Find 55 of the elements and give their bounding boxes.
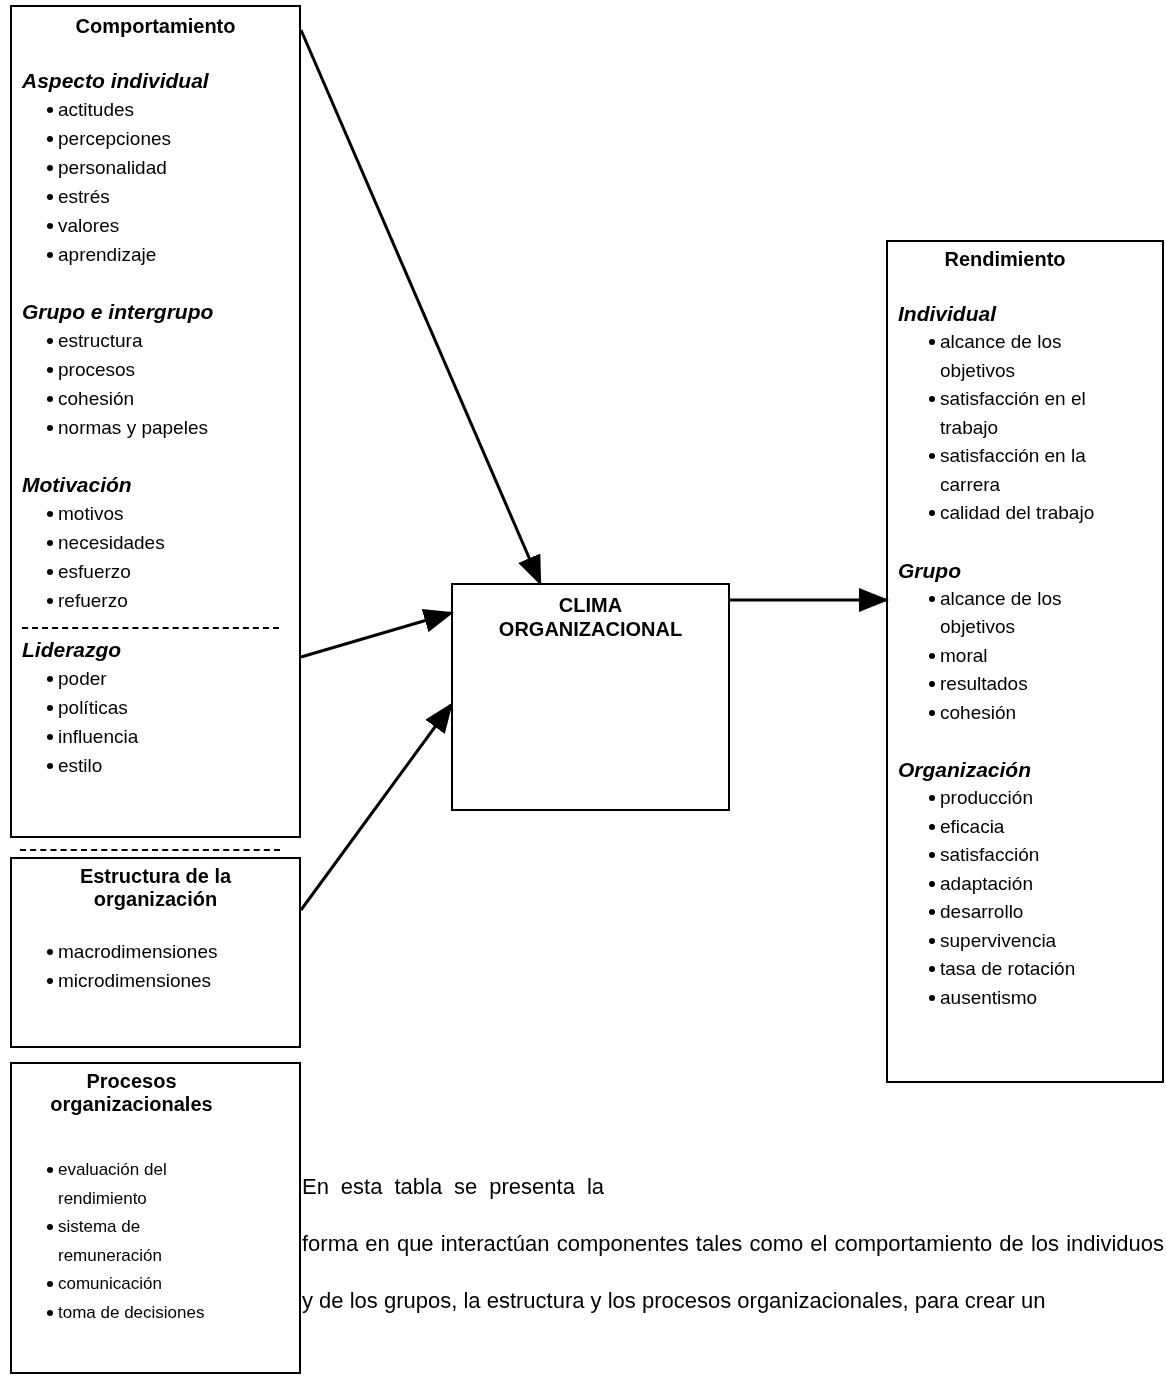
bullet-item: producción [898,784,1112,813]
section-heading: Liderazgo [22,627,279,664]
bullet-item: influencia [22,722,289,751]
bullet-item: ausentismo [898,983,1112,1012]
climate-box [451,583,730,811]
bullet-item: comunicación [22,1270,241,1299]
arrow [299,702,453,911]
bullet-item: satisfacción [898,841,1112,870]
section-heading: Organización [898,757,1033,783]
bullet-item: estilo [22,751,289,780]
bullet-item: procesos [22,355,289,384]
bullet-item: macrodimensiones [22,937,289,966]
bullet-item: adaptación [898,869,1112,898]
bullet-item: calidad del trabajo [898,499,1112,528]
bullet-item: aprendizaje [22,240,289,269]
bullet-item: tasa de rotación [898,955,1112,984]
section-heading: Aspecto individual [22,68,210,94]
bullet-item: desarrollo [898,898,1112,927]
bullet-item: estrés [22,182,289,211]
content-box [10,857,301,1048]
section-heading: Motivación [22,472,133,498]
bullet-item: cohesión [898,698,1112,727]
section-heading: Grupo [898,557,962,584]
bullet-item: cohesión [22,384,289,413]
content-box [886,240,1164,1083]
arrow [730,588,889,612]
section-heading: Individual [898,301,998,327]
bullet-item: estructura [22,326,289,355]
bullet-item: toma de decisiones [22,1298,241,1327]
bullet-item: percepciones [22,124,289,153]
box-heading: Estructura de la organización [78,865,233,911]
bullet-item: eficacia [898,812,1112,841]
bullet-item: poder [22,664,289,693]
bullet-item: microdimensiones [22,966,289,995]
box-heading: Rendimiento [943,248,1067,271]
bullet-item: necesidades [22,528,289,557]
bullet-item: supervivencia [898,926,1112,955]
arrow [300,609,454,659]
box-heading: Comportamiento [74,15,237,38]
content-box [10,1062,301,1374]
bullet-item: resultados [898,670,1112,699]
bullet-item: normas y papeles [22,413,289,442]
bullet-item: motivos [22,499,289,528]
bullet-item: actitudes [22,95,289,124]
bullet-item: esfuerzo [22,557,289,586]
content-box [10,5,301,838]
bullet-item: moral [898,641,1112,670]
box-heading: Procesos organizacionales [49,1070,214,1116]
bullet-item: políticas [22,693,289,722]
box-title: CLIMA ORGANIZACIONAL [497,593,684,641]
section-heading: Grupo e intergrupo [22,299,215,325]
bullet-item: refuerzo [22,586,289,615]
arrow [299,29,542,586]
bullet-item: valores [22,211,289,240]
bullet-item: personalidad [22,153,289,182]
